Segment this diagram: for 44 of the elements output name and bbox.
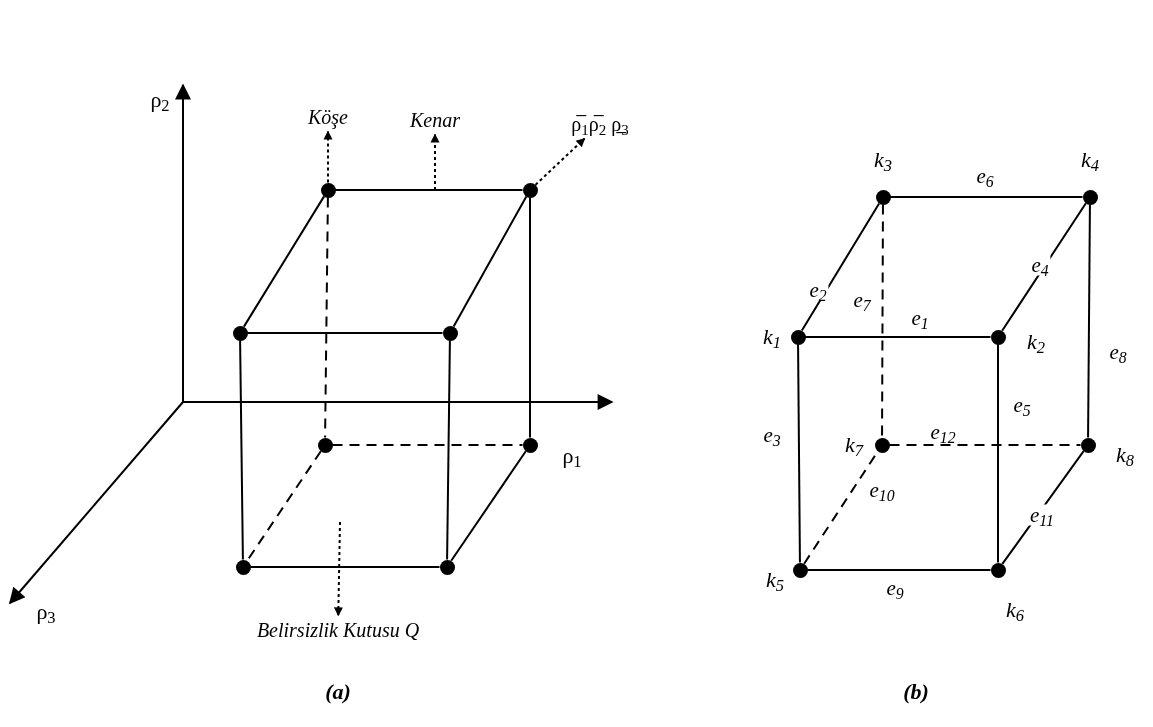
vertex-label: k$_{2}$ [1027,331,1045,353]
cube-edge-line [246,332,444,334]
panel-caption: (a) [325,681,351,703]
cube-edge-line [800,202,881,332]
cube-edge-line [239,339,244,561]
callout-label: ρ̅$_{1}$ρ̅$_{2}$ ρ̲$_{3}$ [571,111,629,137]
edge-label: e$_{4}$ [1029,254,1051,276]
vertex-label: k$_{4}$ [1081,149,1099,171]
cube-edge-line [529,196,531,439]
dotted-arrow [333,521,343,617]
cube-edge-line [1001,202,1087,332]
callout-label: Belirsizlik Kutusu Q [256,617,420,643]
dotted-arrow [430,133,440,191]
cube-edge-line [804,336,992,338]
cube-edge-line [888,444,1082,446]
cube-edge-line [997,343,999,564]
cube-edge-line [331,444,524,446]
edge-label: e$_{11}$ [1028,504,1056,526]
vertex-label: k$_{7}$ [845,434,863,456]
axis-label: ρ$_{3}$ [36,601,56,623]
cube-edge-line [1087,203,1091,439]
axis-label: ρ$_{2}$ [150,89,170,111]
cube-edge-line [334,189,524,191]
vertex-label: k$_{5}$ [766,569,784,591]
dotted-arrow [323,130,333,184]
cube-edge-line [452,195,528,328]
cube-edge-line [246,450,322,562]
vertex-label: k$_{3}$ [874,149,892,171]
cube-edge-line [242,195,326,328]
callout-label: Köşe [308,104,348,130]
vertex-label: k$_{6}$ [1006,599,1024,621]
panel-caption: (b) [903,681,929,703]
cube-edge-line [450,450,527,562]
cube-edge-line [446,339,451,561]
cube-edge-line [806,569,992,571]
cube-edge-line [797,343,801,564]
cube-edge-line [324,196,329,439]
vertex-label: k$_{1}$ [763,326,781,348]
dotted-arrow [534,137,586,186]
axis-label: ρ$_{1}$ [562,445,582,467]
callout-label: Kenar [410,107,460,133]
cube-edge-line [889,196,1084,198]
cube-edge-line [249,566,441,568]
vertex-label: k$_{8}$ [1116,444,1134,466]
